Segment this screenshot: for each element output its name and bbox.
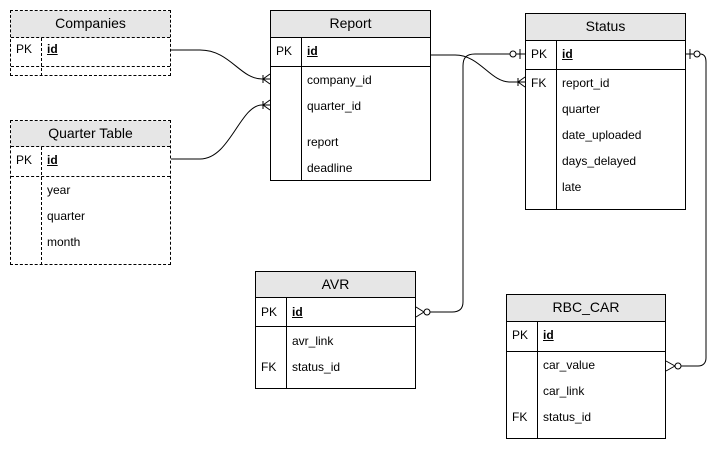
connector-report-status-fk[interactable] [431, 54, 526, 88]
field-days-delayed: days_delayed [562, 154, 637, 168]
field-quarter-id: quarter_id [307, 99, 362, 113]
key-column-divider [537, 322, 538, 439]
field-date-uploaded: date_uploaded [562, 128, 642, 142]
connector-status-avr[interactable] [415, 49, 525, 318]
field-avr-link: avr_link [292, 334, 334, 348]
field-id: id [47, 153, 58, 167]
field-car-link: car_link [543, 384, 585, 398]
pk-label: PK [276, 44, 293, 58]
pk-divider [256, 326, 415, 327]
field-late: late [562, 180, 582, 194]
entity-quarter-table[interactable]: Quarter Table PK id year quarter month [10, 120, 171, 265]
field-quarter: quarter [562, 102, 601, 116]
field-company-id: company_id [307, 73, 372, 87]
fk-label: FK [512, 410, 528, 424]
pk-divider [11, 66, 170, 67]
pk-label: PK [531, 47, 548, 61]
field-id: id [292, 305, 303, 319]
pk-divider [11, 176, 170, 177]
entity-report[interactable]: Report PK id company_id quarter_id repor… [270, 10, 431, 181]
connector-companies-report[interactable] [171, 49, 271, 85]
entity-rbc-car[interactable]: RBC_CAR PK id car_value car_link FK stat… [506, 294, 666, 439]
field-id: id [47, 42, 58, 56]
field-report: report [307, 135, 339, 149]
pk-divider [507, 351, 665, 352]
field-year: year [47, 183, 71, 197]
fk-label: FK [261, 360, 277, 374]
key-column-divider [41, 38, 42, 76]
entity-title: RBC_CAR [507, 295, 665, 322]
key-column-divider [41, 147, 42, 265]
entity-status[interactable]: Status PK id FK report_id quarter date_u… [525, 13, 686, 210]
pk-divider [526, 69, 685, 70]
entity-title: Report [271, 11, 430, 38]
pk-divider [271, 66, 430, 67]
field-quarter: quarter [47, 209, 86, 223]
key-column-divider [301, 38, 302, 181]
field-status-id: status_id [292, 360, 341, 374]
entity-title: AVR [256, 272, 415, 298]
entity-title: Status [526, 14, 685, 41]
field-car-value: car_value [543, 358, 596, 372]
field-id: id [307, 44, 318, 58]
key-column-divider [556, 41, 557, 210]
key-column-divider [286, 298, 287, 389]
entity-title: Quarter Table [11, 121, 170, 147]
field-deadline: deadline [307, 161, 353, 175]
entity-avr[interactable]: AVR PK id avr_link FK status_id [255, 271, 416, 389]
pk-label: PK [16, 153, 33, 167]
field-id: id [543, 328, 554, 342]
fk-label: FK [531, 76, 547, 90]
entity-title: Companies [11, 11, 170, 38]
field-report-id: report_id [562, 76, 610, 90]
connector-quarter-report[interactable] [171, 99, 271, 160]
entity-companies[interactable]: Companies PK id [10, 10, 171, 76]
pk-label: PK [512, 328, 529, 342]
pk-label: PK [16, 42, 33, 56]
pk-label: PK [261, 305, 278, 319]
field-id: id [562, 47, 573, 61]
field-status-id: status_id [543, 410, 592, 424]
field-month: month [47, 235, 81, 249]
